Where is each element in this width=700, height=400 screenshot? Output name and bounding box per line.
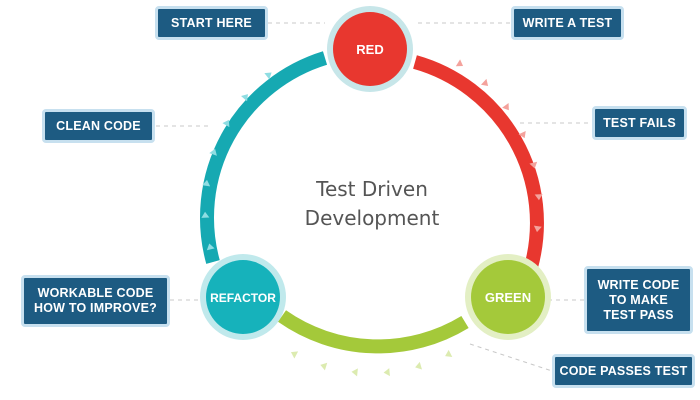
stage-green-label: GREEN [485,290,531,305]
callout-code-passes-test: CODE PASSES TEST [552,354,695,388]
stage-green: GREEN [465,254,551,340]
ring-arrow-mark [351,368,358,377]
stage-red-label: RED [356,42,383,57]
ring-arc-teal [200,51,328,264]
ring-arrow-mark [290,351,299,359]
center-title-line1: Test Driven [315,177,428,201]
stage-refactor: REFACTOR [200,254,286,340]
ring-arrow-mark [415,361,422,370]
ring-arrow-mark [480,78,489,86]
callout-workable-code: WORKABLE CODE HOW TO IMPROVE? [21,275,170,327]
ring-arrow-mark [206,243,215,251]
ring-arrow-mark [241,94,248,102]
ring-arrow-mark [455,59,464,67]
center-title-line2: Development [305,206,440,230]
ring-arrow-mark [533,225,542,233]
ring-arrow-mark [534,194,543,201]
stage-refactor-label: REFACTOR [210,291,276,305]
ring-arrow-mark [202,179,211,187]
callout-test-fails: TEST FAILS [592,106,687,140]
connector-code-passes [469,343,553,372]
ring-arc-green [277,310,469,354]
callout-write-code: WRITE CODE TO MAKE TEST PASS [584,266,693,334]
ring-arrow-mark [201,211,210,218]
ring-arrow-mark [445,349,453,358]
ring-arrow-mark [518,130,526,139]
ring-arrow-mark [502,103,509,111]
callout-write-a-test: WRITE A TEST [511,6,624,40]
callout-start-here: START HERE [155,6,268,40]
ring-arc-red [413,55,544,269]
ring-arrow-mark [383,368,390,377]
stage-red: RED [327,6,413,92]
callout-clean-code: CLEAN CODE [42,109,155,143]
ring-arrow-mark [320,362,328,371]
ring-arrow-mark [264,72,272,80]
ring-arrow-mark [529,161,538,169]
ring-arrow-mark [209,148,217,156]
ring-arrow-mark [222,119,230,128]
